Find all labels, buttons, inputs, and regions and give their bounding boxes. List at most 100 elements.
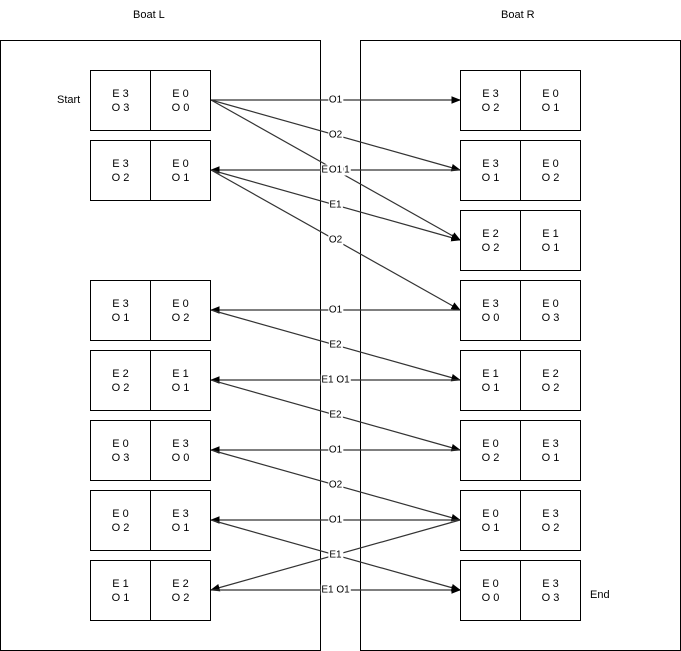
- transition-label: O1: [327, 444, 344, 456]
- state-text: O 1: [111, 591, 130, 604]
- transition-label: E2: [328, 339, 343, 351]
- start-label: Start: [57, 94, 81, 106]
- boat-l-title: Boat L: [133, 9, 165, 21]
- state-text: O 2: [111, 521, 130, 534]
- state-text: O 1: [481, 381, 500, 394]
- state-text: O 2: [111, 381, 130, 394]
- state-text: E 3: [112, 87, 129, 100]
- state-text: E 0: [542, 157, 559, 170]
- state-text: E 0: [172, 297, 189, 310]
- state-text: O 2: [481, 451, 500, 464]
- state-text: O 1: [541, 101, 560, 114]
- state-text: E 3: [112, 297, 129, 310]
- state-text: O 0: [481, 591, 500, 604]
- state-text: E 0: [172, 157, 189, 170]
- state-text: E 1: [482, 367, 499, 380]
- boat-r-title: Boat R: [501, 9, 535, 21]
- transition-label: E1 O1: [320, 374, 351, 386]
- state-text: E 3: [482, 297, 499, 310]
- state-text: E 3: [542, 577, 559, 590]
- transition-label: O2: [327, 479, 344, 491]
- state-text: E 3: [172, 437, 189, 450]
- state-text: O 2: [171, 311, 190, 324]
- state-text: O 3: [111, 101, 130, 114]
- state-text: O 0: [481, 311, 500, 324]
- state-text: E 2: [112, 367, 129, 380]
- state-text: O 1: [171, 381, 190, 394]
- transition-label: O2: [327, 129, 344, 141]
- state-text: O 3: [541, 591, 560, 604]
- state-text: O 3: [541, 311, 560, 324]
- state-text: E 0: [482, 507, 499, 520]
- state-text: O 2: [171, 591, 190, 604]
- state-text: E 3: [482, 157, 499, 170]
- state-text: O 2: [481, 101, 500, 114]
- state-text: O 1: [541, 451, 560, 464]
- state-text: O 1: [171, 521, 190, 534]
- state-text: E 2: [542, 367, 559, 380]
- state-text: O 2: [481, 241, 500, 254]
- state-text: E 2: [482, 227, 499, 240]
- transition-label: E1: [328, 549, 343, 561]
- end-label: End: [590, 589, 610, 601]
- state-text: E 0: [482, 437, 499, 450]
- state-text: E 0: [112, 507, 129, 520]
- transition-label: O2: [327, 234, 344, 246]
- state-text: E 3: [482, 87, 499, 100]
- state-text: E 0: [482, 577, 499, 590]
- transition-label: E1 O1: [320, 584, 351, 596]
- state-text: O 0: [171, 451, 190, 464]
- state-text: E 0: [112, 437, 129, 450]
- transition-label: O1: [327, 304, 344, 316]
- state-text: E 0: [172, 87, 189, 100]
- state-text: O 2: [541, 171, 560, 184]
- transition-label: E2: [328, 409, 343, 421]
- state-text: E 1: [542, 227, 559, 240]
- state-text: O 0: [171, 101, 190, 114]
- transition-label: O1: [327, 94, 344, 106]
- state-text: E 3: [112, 157, 129, 170]
- state-text: E 0: [542, 297, 559, 310]
- state-text: E 1: [172, 367, 189, 380]
- state-text: O 2: [541, 521, 560, 534]
